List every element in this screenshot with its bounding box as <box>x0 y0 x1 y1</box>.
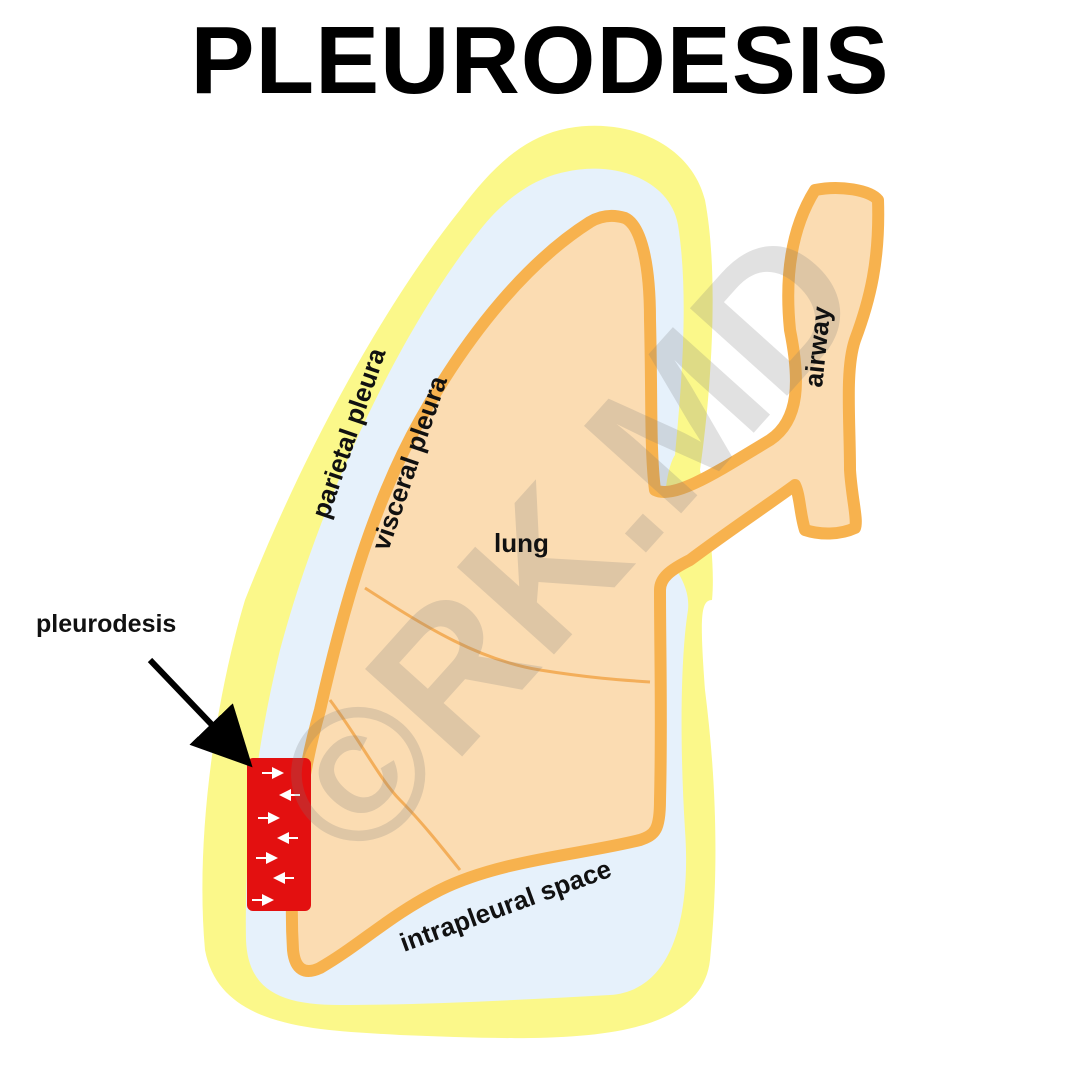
page-title: PLEURODESIS <box>190 7 890 114</box>
label-pleurodesis: pleurodesis <box>36 610 176 638</box>
lung-fissure-lower <box>328 699 462 871</box>
label-lung: lung <box>494 528 549 558</box>
lung-shape <box>285 182 885 977</box>
lung-fissure-upper <box>364 586 651 684</box>
patch-arrows <box>252 767 300 906</box>
pleurodesis-pointer-arrow <box>147 657 253 768</box>
